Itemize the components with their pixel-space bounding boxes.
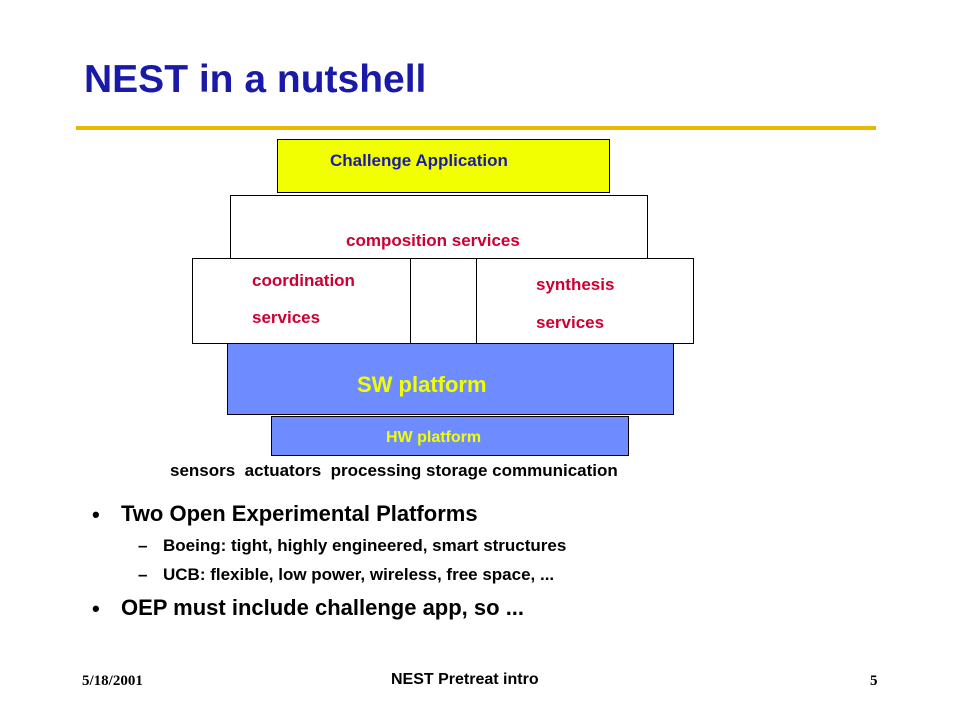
- footer-date: 5/18/2001: [82, 673, 143, 689]
- sub-bullet-text: Boeing: tight, highly engineered, smart …: [163, 536, 567, 555]
- footer-title: NEST Pretreat intro: [391, 671, 539, 688]
- hw-platform-box: HW platform: [271, 416, 629, 456]
- hw-platform-label: HW platform: [386, 429, 482, 446]
- slide-title: NEST in a nutshell: [84, 58, 427, 101]
- composition-services-box: composition services: [230, 195, 648, 259]
- composition-services-label: composition services: [346, 231, 520, 250]
- sub-bullet-marker: –: [138, 565, 148, 584]
- sub-bullet-text: UCB: flexible, low power, wireless, free…: [163, 565, 555, 584]
- coordination-services-label-1: coordination: [252, 271, 355, 290]
- sw-platform-box: SW platform: [227, 343, 674, 415]
- synthesis-services-label-2: services: [536, 313, 605, 332]
- bullet-item: •: [92, 502, 100, 528]
- challenge-application-label: Challenge Application: [330, 151, 508, 170]
- hardware-caption: sensors actuators processing storage com…: [170, 461, 618, 480]
- bullet-item: •: [92, 596, 100, 622]
- challenge-application-box: Challenge Application: [277, 139, 610, 193]
- coordination-services-box: coordination services: [192, 258, 411, 344]
- bullet-marker: •: [92, 502, 100, 527]
- synthesis-services-box: synthesis services: [476, 258, 694, 344]
- coordination-services-label-2: services: [252, 308, 321, 327]
- sub-bullet-marker: –: [138, 536, 148, 555]
- footer-page-number: 5: [870, 673, 878, 689]
- bullet-text: Two Open Experimental Platforms: [121, 501, 478, 526]
- sw-platform-label: SW platform: [357, 372, 487, 397]
- title-underline: [76, 126, 876, 130]
- bullet-marker: •: [92, 596, 100, 621]
- synthesis-services-label-1: synthesis: [536, 275, 615, 294]
- bullet-text: OEP must include challenge app, so ...: [121, 595, 525, 620]
